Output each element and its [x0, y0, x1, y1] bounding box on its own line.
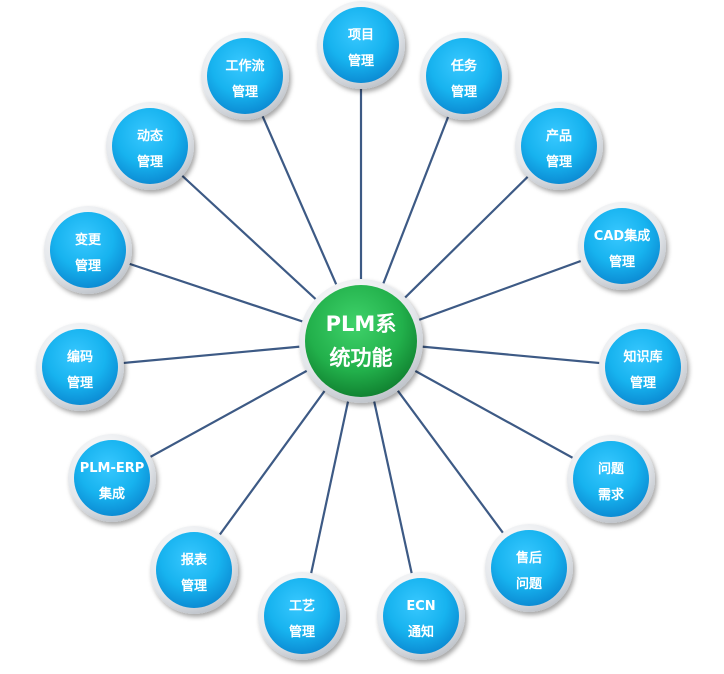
node-label: CAD集成 [594, 228, 650, 244]
node-label: 管理 [546, 154, 572, 170]
hub-label: 统功能 [330, 346, 393, 370]
node-label: 集成 [98, 486, 125, 502]
node-circle [264, 578, 340, 654]
node-label: 通知 [408, 624, 434, 640]
node-circle [42, 329, 118, 405]
node-circle [605, 329, 681, 405]
node-label: PLM-ERP [80, 461, 145, 476]
node-circle [156, 532, 232, 608]
node-label: 售后 [516, 550, 542, 566]
node-plm-erp: PLM-ERP 集成 [68, 434, 156, 522]
node-circle [323, 7, 399, 83]
node-circle [50, 212, 126, 288]
node-label: 管理 [181, 578, 207, 594]
node-label: 项目 [348, 28, 374, 43]
hub-circle [305, 285, 417, 397]
node-label: 编码 [67, 349, 93, 365]
node-circle [207, 38, 283, 114]
node-label: 需求 [598, 487, 625, 503]
node-label: 任务 [450, 58, 478, 74]
node-circle [573, 441, 649, 517]
node-ecn: ECN 通知 [377, 572, 465, 660]
node-label: 动态 [137, 128, 163, 144]
node-label: 管理 [232, 84, 258, 100]
node-label: 管理 [289, 624, 315, 640]
node-label: 管理 [348, 53, 374, 69]
node-circle [112, 108, 188, 184]
function-nodes: 项目管理任务管理产品管理CAD集成管理知识库管理问题需求售后问题ECN通知工艺管… [36, 1, 687, 660]
node-label: 管理 [67, 375, 93, 391]
node-circle [584, 208, 660, 284]
node-label: 报表 [181, 552, 208, 568]
node-circle [521, 108, 597, 184]
node-label: 知识库 [623, 349, 662, 365]
node-label: 问题 [598, 461, 625, 477]
node-label: 变更 [75, 232, 102, 248]
node-label: 管理 [75, 258, 101, 274]
node-label: 管理 [630, 375, 656, 391]
node-label: 产品 [546, 128, 572, 144]
node-label: 管理 [137, 154, 163, 170]
node-label: 工作流 [225, 58, 264, 74]
hub-label: PLM系 [326, 312, 397, 336]
node-label: 管理 [451, 84, 477, 100]
node-label: 工艺 [289, 598, 315, 614]
node-circle [491, 530, 567, 606]
node-label: 管理 [609, 254, 635, 270]
node-circle [74, 440, 150, 516]
node-label: ECN [406, 599, 435, 614]
node-circle [383, 578, 459, 654]
node-circle [426, 38, 502, 114]
node-label: 问题 [516, 576, 543, 592]
